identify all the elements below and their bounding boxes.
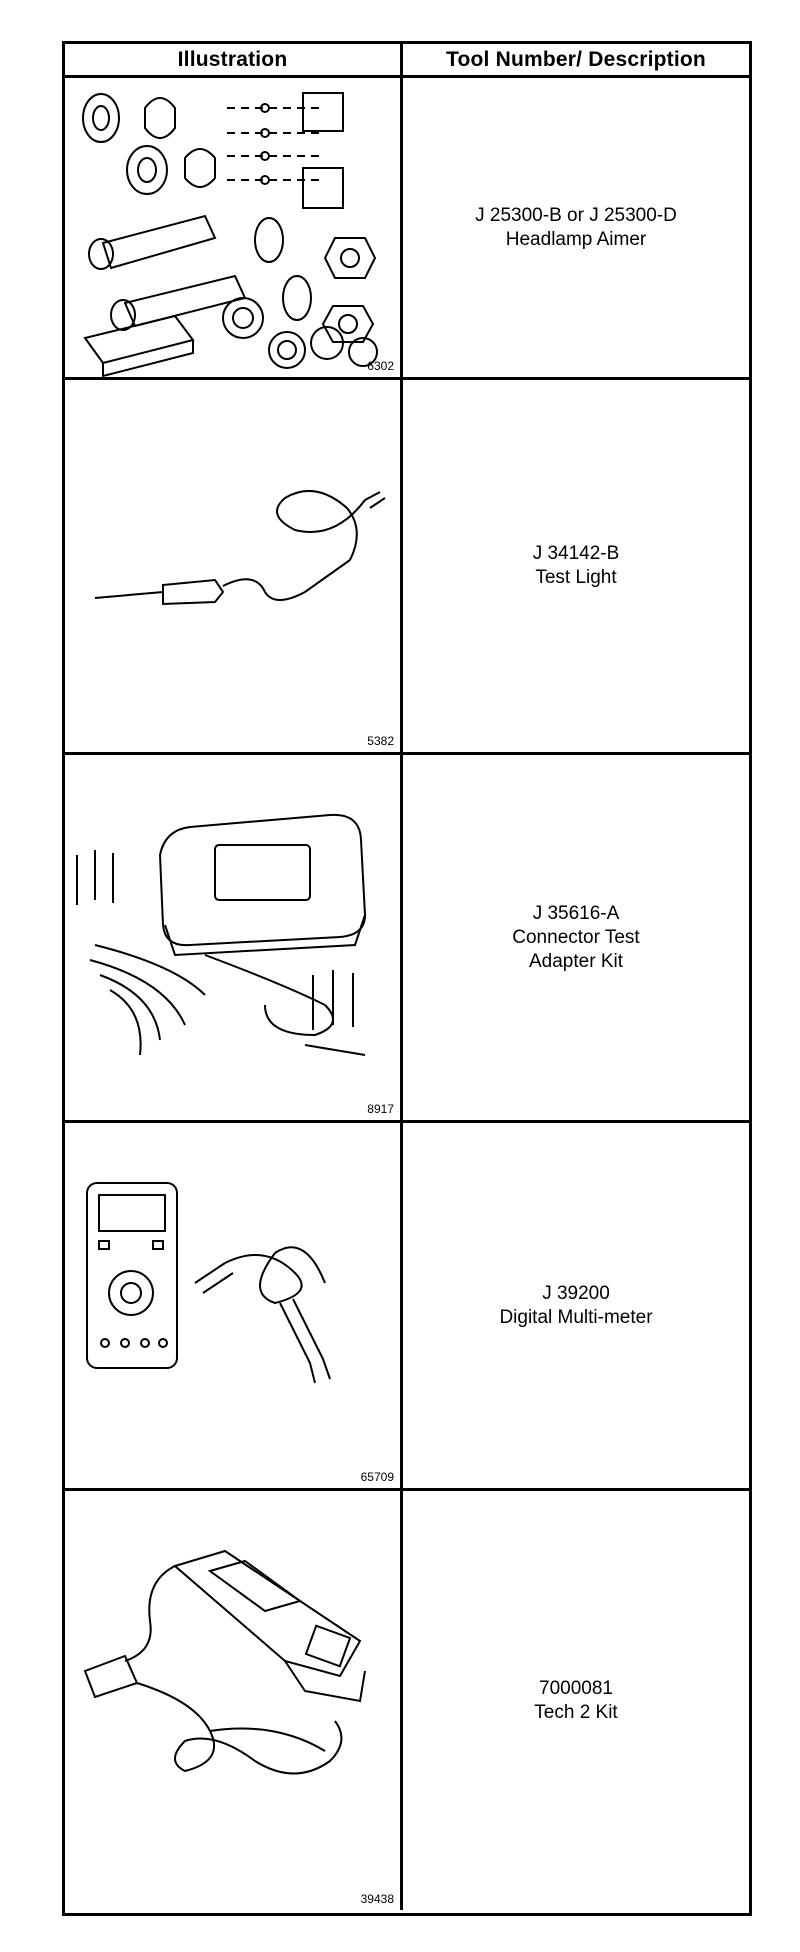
tool-description-headlamp-aimer: J 25300-B or J 25300-D Headlamp Aimer	[403, 78, 749, 380]
tool-number: J 35616-A	[532, 902, 620, 924]
figure-number: 8917	[367, 1102, 394, 1116]
connector-test-adapter-kit-icon	[65, 755, 400, 1120]
figure-number: 6302	[367, 359, 394, 373]
tool-description-line: Adapter Kit	[529, 950, 623, 972]
tech2-scan-tool-icon	[65, 1491, 400, 1910]
tool-description-digital-multimeter: J 39200 Digital Multi-meter	[403, 1123, 749, 1491]
header-illustration: Illustration	[65, 44, 403, 78]
figure-number: 39438	[360, 1892, 394, 1906]
header-tool-description: Tool Number/ Description	[403, 44, 749, 78]
tool-description-connector-test-adapter-kit: J 35616-A Connector Test Adapter Kit	[403, 755, 749, 1123]
figure-number: 65709	[360, 1470, 394, 1484]
tool-description-line: Headlamp Aimer	[505, 228, 647, 250]
tool-number: J 34142-B	[532, 543, 620, 564]
digital-multimeter-icon	[65, 1123, 400, 1488]
tool-description-tech2-kit: 7000081 Tech 2 Kit	[403, 1491, 749, 1910]
figure-number: 5382	[367, 734, 394, 748]
test-light-icon	[65, 380, 400, 752]
tool-description-line: Tech 2 Kit	[534, 1701, 618, 1723]
illustration-cell-digital-multimeter: 65709	[65, 1123, 403, 1491]
tool-number: 7000081	[539, 1677, 613, 1699]
illustration-cell-connector-test-adapter-kit: 8917	[65, 755, 403, 1123]
headlamp-aimer-kit-icon	[65, 78, 400, 378]
special-tools-table: Illustration Tool Number/ Description	[62, 41, 752, 1916]
tool-description-test-light: J 34142-B Test Light	[403, 380, 749, 755]
tool-number: J 39200	[542, 1282, 610, 1304]
tool-description-line: Connector Test	[512, 926, 640, 948]
tool-number: J 25300-B or J 25300-D	[475, 204, 677, 226]
illustration-cell-headlamp-aimer: 6302	[65, 78, 403, 380]
tool-description-line: Digital Multi-meter	[499, 1306, 653, 1328]
illustration-cell-tech2-kit: 39438	[65, 1491, 403, 1910]
illustration-cell-test-light: 5382	[65, 380, 403, 755]
tool-description-line: Test Light	[535, 567, 617, 588]
